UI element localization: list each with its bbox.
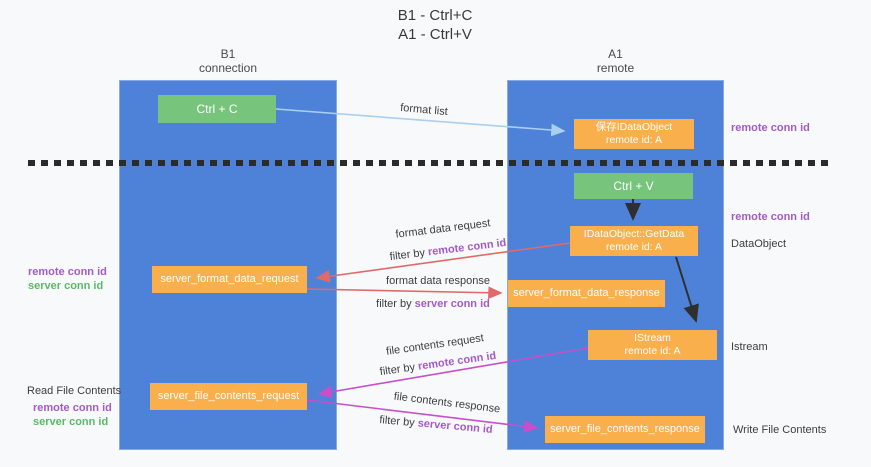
- title-line-1: B1 - Ctrl+C: [397, 7, 473, 24]
- node-istream-line2: remote id: A: [624, 345, 681, 357]
- node-istream: IStream remote id: A: [588, 330, 717, 360]
- filter-prefix: filter by: [378, 414, 419, 430]
- flow-label-format-list: format list: [399, 101, 449, 119]
- column-b1-name: B1: [220, 47, 236, 61]
- node-server-format-data-request-label: server_format_data_request: [160, 273, 299, 285]
- label-write-file-contents: Write File Contents: [733, 424, 827, 436]
- node-ctrl-v-label: Ctrl + V: [613, 178, 654, 193]
- node-save-idataobject: 保存IDataObject remote id: A: [574, 119, 694, 149]
- filter-prefix: filter by: [379, 360, 419, 379]
- node-server-file-contents-response: server_file_contents_response: [545, 416, 705, 443]
- column-header-b1: B1 connection: [119, 47, 337, 77]
- flow-label-format-data-request: format data request: [394, 217, 492, 241]
- node-ctrl-c-label: Ctrl + C: [196, 101, 238, 116]
- column-header-a1: A1 remote: [507, 47, 724, 77]
- node-getdata-line1: IDataObject::GetData: [583, 228, 685, 240]
- title-line-2: A1 - Ctrl+V: [398, 26, 472, 43]
- diagram-title: B1 - Ctrl+C A1 - Ctrl+V: [300, 6, 570, 44]
- filter-key-server-conn-id: server conn id: [414, 298, 490, 310]
- node-istream-line1: IStream: [634, 332, 671, 344]
- node-server-file-contents-request-label: server_file_contents_request: [157, 390, 300, 402]
- label-remote-conn-id-top-left: remote conn id: [28, 266, 107, 278]
- filter-prefix: filter by: [376, 298, 415, 310]
- label-server-conn-id-bottom-left: server conn id: [33, 416, 109, 428]
- node-server-file-contents-response-label: server_file_contents_response: [550, 423, 700, 435]
- filter-prefix: filter by: [389, 246, 429, 264]
- node-ctrl-v: Ctrl + V: [574, 173, 693, 199]
- filter-key-server-conn-id: server conn id: [417, 417, 494, 436]
- label-server-conn-id-top-left: server conn id: [28, 280, 104, 292]
- flow-filter-format-data-response: filter by server conn id: [376, 298, 490, 310]
- phase-separator-dashed-line: [28, 160, 832, 166]
- column-a1-role: remote: [596, 61, 635, 75]
- flow-filter-file-contents-response: filter by server conn id: [379, 414, 493, 436]
- node-server-file-contents-request: server_file_contents_request: [150, 383, 307, 410]
- node-ctrl-c: Ctrl + C: [158, 95, 276, 123]
- label-read-file-contents: Read File Contents: [27, 385, 122, 397]
- column-a1-name: A1: [608, 47, 623, 61]
- label-remote-conn-id-bottom-left: remote conn id: [33, 402, 112, 414]
- filter-key-remote-conn-id: remote conn id: [417, 349, 497, 373]
- flow-filter-format-data-request: filter by remote conn id: [389, 237, 507, 263]
- node-save-idataobject-line2: remote id: A: [605, 134, 662, 146]
- flow-label-format-data-response: format data response: [386, 275, 490, 287]
- node-server-format-data-response-label: server_format_data_response: [513, 287, 660, 299]
- node-getdata-line2: remote id: A: [605, 241, 662, 253]
- label-remote-conn-id-mid-right: remote conn id: [731, 211, 810, 223]
- flow-label-file-contents-response: file contents response: [393, 390, 501, 416]
- node-server-format-data-request: server_format_data_request: [152, 266, 307, 293]
- label-dataobject: DataObject: [731, 238, 787, 250]
- node-idataobject-getdata: IDataObject::GetData remote id: A: [570, 226, 698, 256]
- column-b1-role: connection: [198, 61, 258, 75]
- node-server-format-data-response: server_format_data_response: [508, 280, 665, 307]
- node-save-idataobject-line1: 保存IDataObject: [595, 121, 673, 133]
- filter-key-remote-conn-id: remote conn id: [427, 236, 507, 259]
- label-istream: Istream: [731, 341, 768, 353]
- label-remote-conn-id-top-right: remote conn id: [731, 122, 810, 134]
